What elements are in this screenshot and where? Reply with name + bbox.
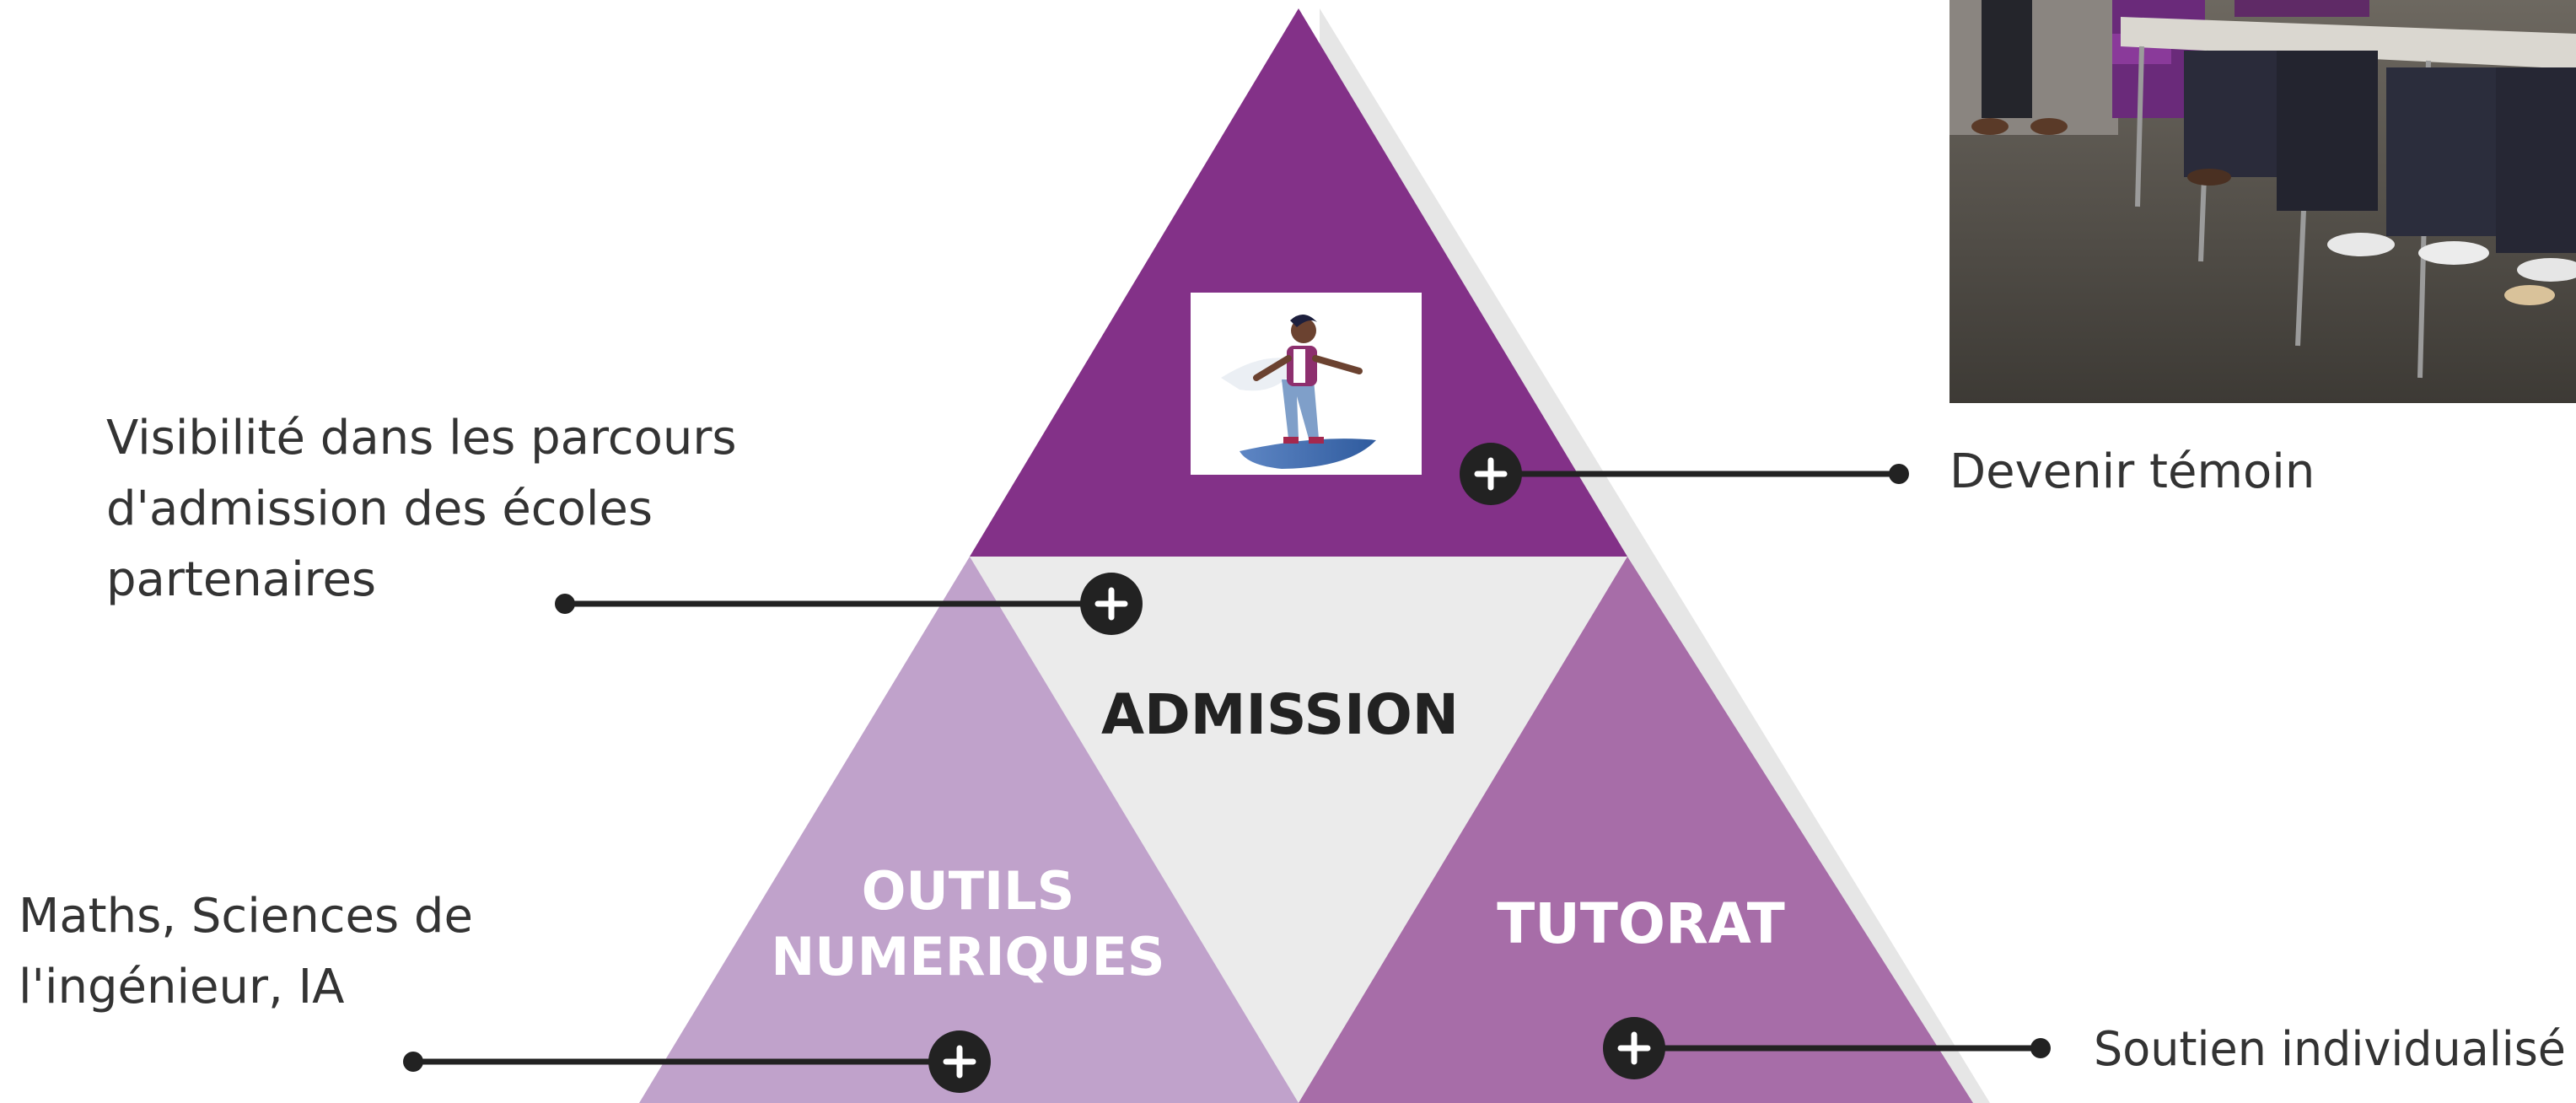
top-triangle [970, 8, 1627, 557]
callout-top-left-line1: Visibilité dans les parcours [106, 411, 737, 465]
surfer-illustration [1191, 293, 1422, 475]
callout-bottom-left-line1: Maths, Sciences de [19, 889, 473, 944]
plus-button-top-right[interactable] [1460, 443, 1522, 505]
callout-bottom-right-line1: Soutien individualisé [2094, 1022, 2566, 1077]
right-segment-label: TUTORAT [1497, 891, 1785, 956]
meeting-room-photo [1949, 0, 2576, 403]
plus-icon [943, 1045, 976, 1079]
plus-icon [1474, 457, 1508, 491]
connector-bottom-right [1634, 1038, 2051, 1058]
left-triangle [639, 557, 1299, 1103]
left-segment-label-line2: NUMERIQUES [771, 926, 1164, 987]
plus-button-top-left[interactable] [1080, 573, 1143, 635]
connector-bottom-left [403, 1052, 960, 1072]
plus-button-bottom-left[interactable] [928, 1030, 991, 1093]
connector-top-left [555, 594, 1111, 614]
center-triangle [970, 557, 1627, 1103]
right-triangle [1299, 557, 1973, 1103]
plus-icon [1094, 587, 1128, 621]
plus-icon [1617, 1031, 1651, 1065]
left-segment-label-line1: OUTILS [862, 860, 1075, 922]
callout-top-right-line1: Devenir témoin [1949, 444, 2315, 499]
callout-top-left-line3: partenaires [106, 552, 376, 607]
center-segment-label: ADMISSION [1101, 682, 1459, 747]
callout-bottom-left-line2: l'ingénieur, IA [19, 960, 344, 1014]
callout-top-left-line2: d'admission des écoles [106, 482, 653, 536]
connector-top-right [1491, 464, 1909, 484]
plus-button-bottom-right[interactable] [1603, 1017, 1665, 1079]
